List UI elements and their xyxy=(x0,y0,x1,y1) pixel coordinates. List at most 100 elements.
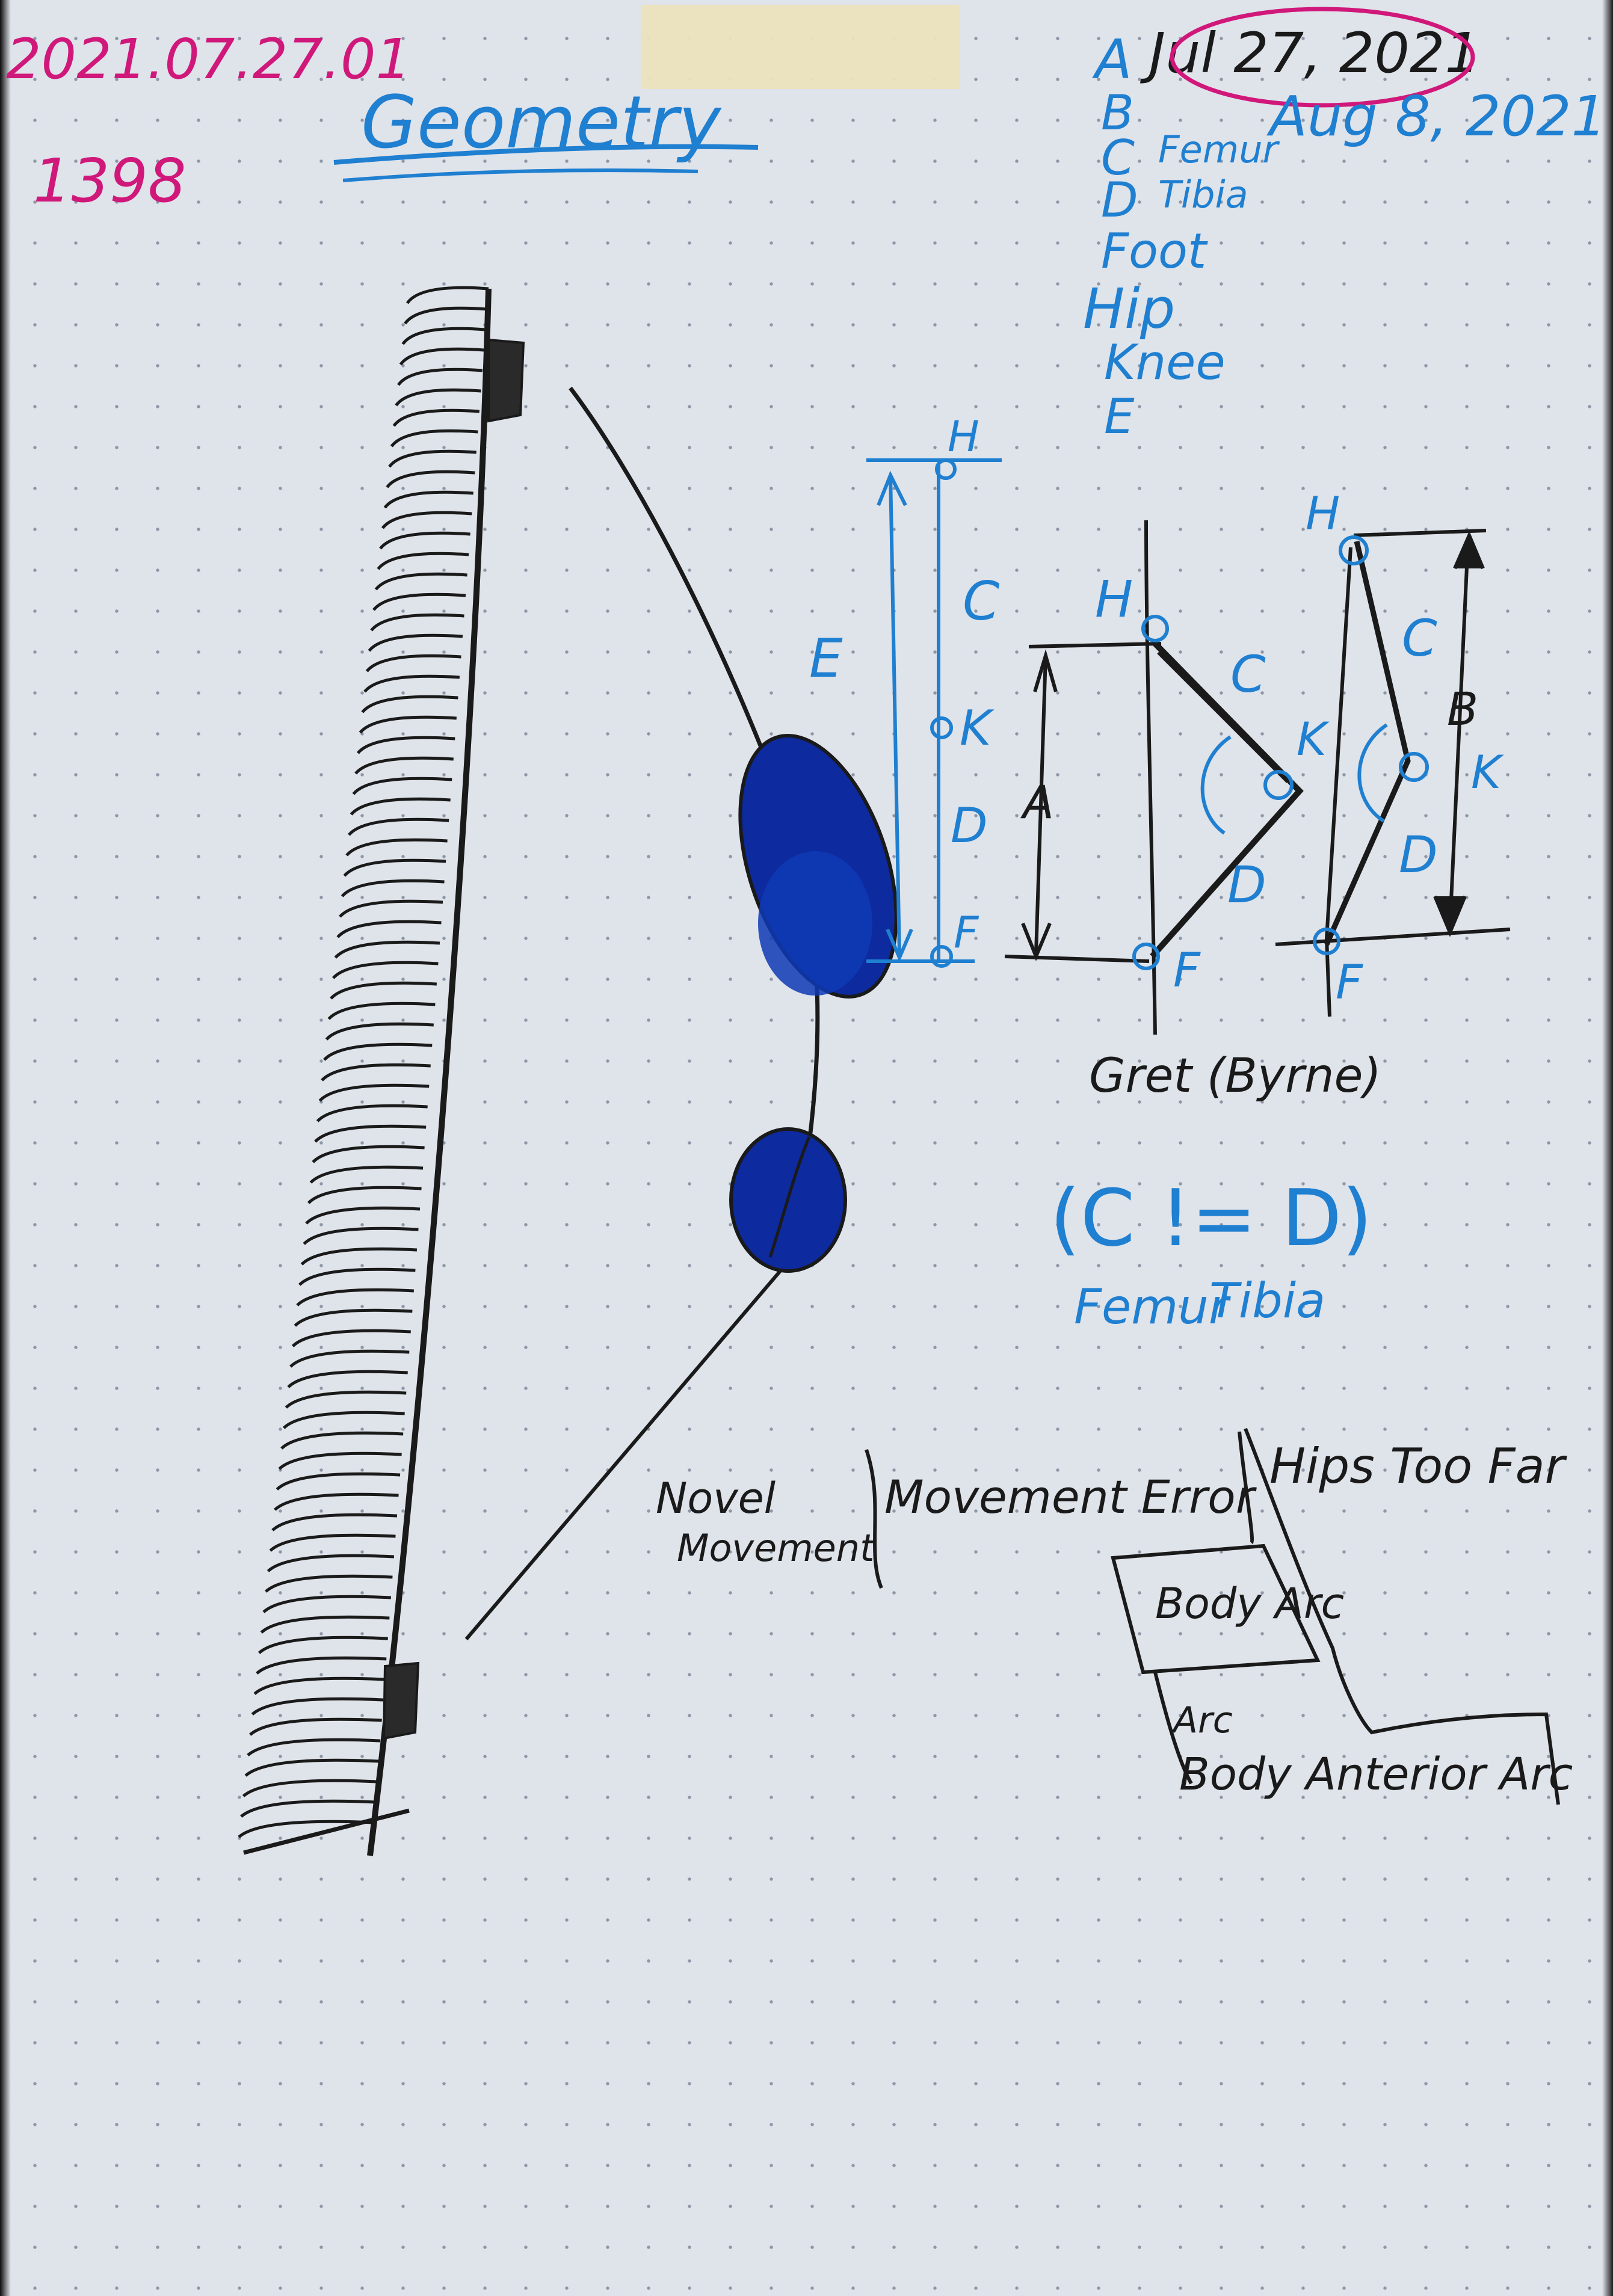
hatch-stroke xyxy=(314,1124,427,1143)
a-measure-arrow xyxy=(1034,655,1047,954)
femur-note: Femur xyxy=(1074,1279,1232,1335)
straight-leg-labels: H E C K D F xyxy=(809,412,1000,958)
hatch-stroke xyxy=(356,736,455,754)
legend-key: E xyxy=(1104,389,1135,445)
hatch-stroke xyxy=(327,1002,436,1020)
rope-lower xyxy=(464,1250,799,1640)
knee-joint-b-icon xyxy=(1399,752,1429,782)
hatch-stroke xyxy=(341,879,445,897)
label-hip-a: H xyxy=(1095,570,1133,629)
hatch-stroke xyxy=(381,511,472,529)
hatch-stroke xyxy=(359,715,457,734)
hatch-stroke xyxy=(392,408,480,427)
hatch-stroke xyxy=(294,1308,413,1327)
knee-joint-icon xyxy=(930,716,953,739)
page-right-shadow xyxy=(1602,0,1613,2296)
flow-divider-2 xyxy=(1238,1431,1254,1545)
label-tibia-b: D xyxy=(1399,825,1438,884)
bent-leg-a-diagram xyxy=(1004,520,1304,1035)
bent-leg-a-sketch xyxy=(1157,651,1289,783)
floor-line xyxy=(243,1808,410,1855)
foot-joint-b-icon xyxy=(1313,928,1340,955)
hatch-stroke xyxy=(276,1472,401,1491)
page-number: 1398 xyxy=(33,146,187,216)
straight-leg-diagram xyxy=(866,458,1002,968)
date-circle xyxy=(1170,7,1475,108)
hatch-stroke xyxy=(379,531,470,550)
hatch-stroke xyxy=(285,1390,407,1409)
label-femur-b: C xyxy=(1402,609,1437,668)
hatch-stroke xyxy=(269,1533,396,1552)
hatch-stroke xyxy=(361,695,458,713)
hatch-stroke xyxy=(363,674,460,693)
novel-line-1: Novel xyxy=(656,1474,776,1523)
hatch-stroke xyxy=(244,1758,379,1777)
hip-joint-b-icon xyxy=(1339,535,1369,565)
tibia-note: Tibia xyxy=(1209,1273,1325,1329)
hatch-stroke xyxy=(390,429,478,448)
e-measure-arrow xyxy=(889,475,901,957)
hatch-stroke xyxy=(260,1615,390,1634)
legend-text: Foot xyxy=(1101,223,1208,279)
hatch-stroke xyxy=(401,327,486,345)
flow-divider-1 xyxy=(865,1449,883,1589)
hatch-stroke xyxy=(321,1063,431,1082)
hatch-stroke xyxy=(404,306,487,325)
weight-large-shadow xyxy=(758,851,872,996)
flow-divider-3 xyxy=(1153,1672,1193,1785)
date-revised: Aug 8, 2021 xyxy=(1266,84,1606,149)
label-e: E xyxy=(809,627,843,689)
wall-line xyxy=(367,288,492,1856)
masking-tape xyxy=(641,5,960,89)
hatch-stroke xyxy=(251,1697,384,1716)
bent-leg-b-straight xyxy=(1324,547,1352,1017)
label-b-height: B xyxy=(1447,682,1478,736)
hatch-stroke xyxy=(336,920,442,938)
hatch-stroke xyxy=(298,1267,416,1286)
hip-level-b xyxy=(1353,529,1487,537)
flow-connector xyxy=(1244,1427,1560,1805)
foot-level-b xyxy=(1275,928,1511,946)
page-title: Geometry xyxy=(361,81,722,165)
body-arc-note: Body Arc xyxy=(1155,1579,1344,1628)
wall-hatching xyxy=(238,286,489,1838)
hatch-stroke xyxy=(323,1042,433,1061)
label-femur-a: C xyxy=(1230,645,1266,704)
hatch-stroke xyxy=(352,777,452,795)
hatch-stroke xyxy=(386,470,475,488)
hatch-stroke xyxy=(309,1165,424,1184)
legend-key: D xyxy=(1101,172,1138,228)
knee-arc-a xyxy=(1200,735,1232,835)
title-underline-1 xyxy=(333,144,759,165)
hatch-stroke xyxy=(300,1247,418,1266)
hatch-stroke xyxy=(282,1411,405,1429)
inequality-note: (C != D) xyxy=(1050,1172,1372,1264)
label-knee: K xyxy=(960,700,995,756)
hatch-stroke xyxy=(291,1329,411,1347)
label-knee-b: K xyxy=(1471,745,1504,799)
hatch-stroke xyxy=(280,1431,404,1450)
knee-arc-b xyxy=(1357,723,1388,823)
hatch-stroke xyxy=(348,817,449,836)
hatch-stroke xyxy=(332,961,439,979)
legend-text: Knee xyxy=(1104,334,1226,390)
b-arrowhead-bottom xyxy=(1433,895,1467,937)
hatch-stroke xyxy=(365,654,461,672)
legend-text: Hip xyxy=(1083,277,1175,341)
bent-leg-b-diagram xyxy=(1275,529,1511,1017)
bent-leg-b xyxy=(1324,540,1411,946)
hatch-stroke xyxy=(303,1226,419,1245)
hatch-stroke xyxy=(334,940,440,959)
legend-key: C xyxy=(1101,130,1135,186)
author-note: Gret (Byrne) xyxy=(1089,1049,1381,1103)
hatch-stroke xyxy=(278,1451,402,1470)
b-arrowhead-top xyxy=(1453,531,1485,570)
hatch-stroke xyxy=(273,1492,399,1511)
e-arrowhead-bottom xyxy=(886,928,913,962)
flow-notes: Novel Movement Movement Error Hips Too F… xyxy=(656,1427,1573,1805)
hatch-stroke xyxy=(242,1779,378,1797)
legend: A B C Femur D Tibia Foot Hip Knee E xyxy=(1083,28,1280,445)
movement-error-note: Movement Error xyxy=(884,1470,1257,1524)
hips-too-far-note: Hips Too Far xyxy=(1269,1438,1568,1494)
date-code: 2021.07.27.01 xyxy=(6,27,411,91)
